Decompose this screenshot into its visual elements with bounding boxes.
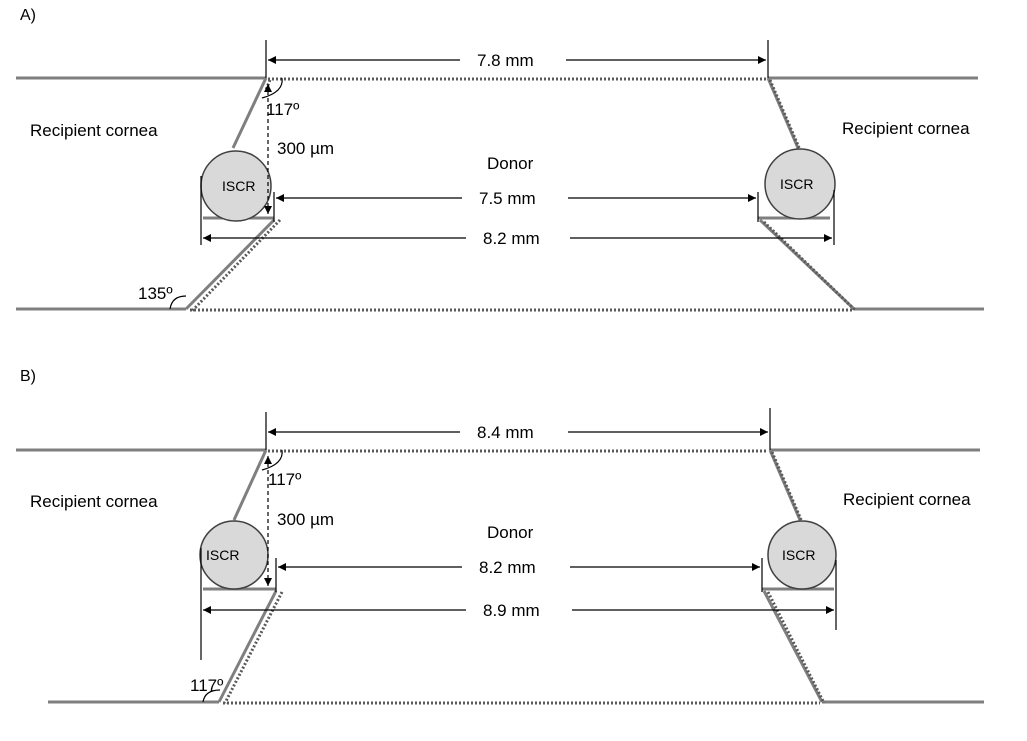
panel-b-ring-left-label: ISCR <box>206 547 239 563</box>
panel-b-right-cut-lower <box>762 590 824 703</box>
panel-b-top-width: 8.4 mm <box>477 423 534 442</box>
panel-a-top-width: 7.8 mm <box>477 51 534 70</box>
panel-a-depth: 300 µm <box>277 139 334 158</box>
panel-a-ring-outer-width: 8.2 mm <box>483 229 540 248</box>
panel-a-donor-right-lower <box>762 220 858 313</box>
panel-b-donor-label: Donor <box>487 523 534 542</box>
panel-b-right-cornea-label: Recipient cornea <box>843 490 971 509</box>
panel-b-donor-left-lower <box>223 591 284 704</box>
panel-a-ring-inner-width: 7.5 mm <box>479 189 536 208</box>
panel-b-top-angle: 117º <box>268 470 301 489</box>
panel-a-top-angle: 117º <box>266 100 299 119</box>
panel-a: A) ISCR ISCR 7.8 mm <box>16 7 984 313</box>
panel-b-depth: 300 µm <box>277 510 334 529</box>
panel-a-top-angle-arc <box>261 77 283 99</box>
panel-b-ring-outer-width: 8.9 mm <box>483 601 540 620</box>
panel-b-ring-right-label: ISCR <box>782 547 815 563</box>
panel-a-donor-left-lower <box>190 218 282 313</box>
panel-b-ring-inner-width: 8.2 mm <box>479 558 536 577</box>
panel-a-ring-right-label: ISCR <box>780 176 813 192</box>
panel-b-donor-right-upper <box>770 451 804 523</box>
panel-b-bottom-angle: 117º <box>190 676 223 695</box>
panel-a-ring-right <box>764 148 836 220</box>
panel-a-bottom-angle: 135º <box>138 284 173 303</box>
panel-b-ring-right <box>767 520 837 590</box>
panel-b-top-angle-arc <box>261 449 283 471</box>
panel-b-donor-right-lower <box>766 591 826 704</box>
panel-a-donor-right-upper <box>768 79 802 151</box>
panel-a-label: A) <box>20 7 36 24</box>
panel-a-left-cut-upper <box>231 77 268 149</box>
panel-b-left-cornea-label: Recipient cornea <box>30 492 158 511</box>
panel-a-right-cornea-label: Recipient cornea <box>842 119 970 138</box>
panel-a-donor-label: Donor <box>487 154 534 173</box>
panel-b: B) ISCR ISCR 8.4 mm <box>16 368 984 705</box>
panel-b-bottom-angle-arc <box>202 689 221 703</box>
panel-a-bottom-angle-arc <box>169 295 187 310</box>
panel-b-left-cut-lower <box>217 590 278 703</box>
panel-a-ring-left-label: ISCR <box>222 178 255 194</box>
panel-a-left-cut-lower <box>184 218 276 311</box>
panel-a-left-cornea-label: Recipient cornea <box>30 121 158 140</box>
panel-b-label: B) <box>20 368 36 385</box>
panel-b-left-cut-upper <box>232 449 268 521</box>
